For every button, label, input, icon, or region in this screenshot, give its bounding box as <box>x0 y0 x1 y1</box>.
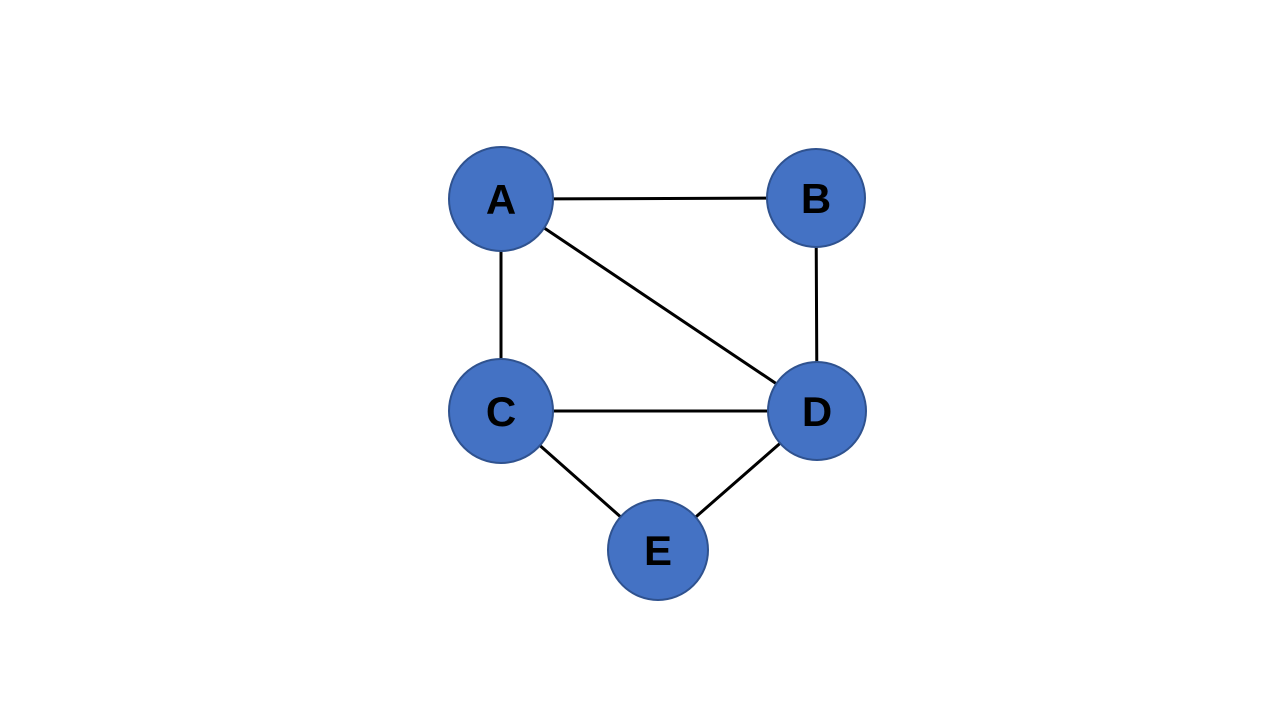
node-circle-B <box>766 148 866 248</box>
node-B: B <box>766 148 866 248</box>
nodes-layer: A B C D E <box>448 146 867 601</box>
node-label-B: B <box>801 175 831 222</box>
node-label-C: C <box>486 388 516 435</box>
node-circle-E <box>607 499 709 601</box>
node-label-E: E <box>644 527 672 574</box>
node-label-D: D <box>802 388 832 435</box>
node-label-A: A <box>486 176 516 223</box>
node-C: C <box>448 358 554 464</box>
edges-layer <box>499 196 819 552</box>
node-D: D <box>767 361 867 461</box>
node-E: E <box>607 499 709 601</box>
edge-A-D <box>499 197 819 413</box>
node-circle-C <box>448 358 554 464</box>
node-circle-A <box>448 146 554 252</box>
node-circle-D <box>767 361 867 461</box>
node-A: A <box>448 146 554 252</box>
